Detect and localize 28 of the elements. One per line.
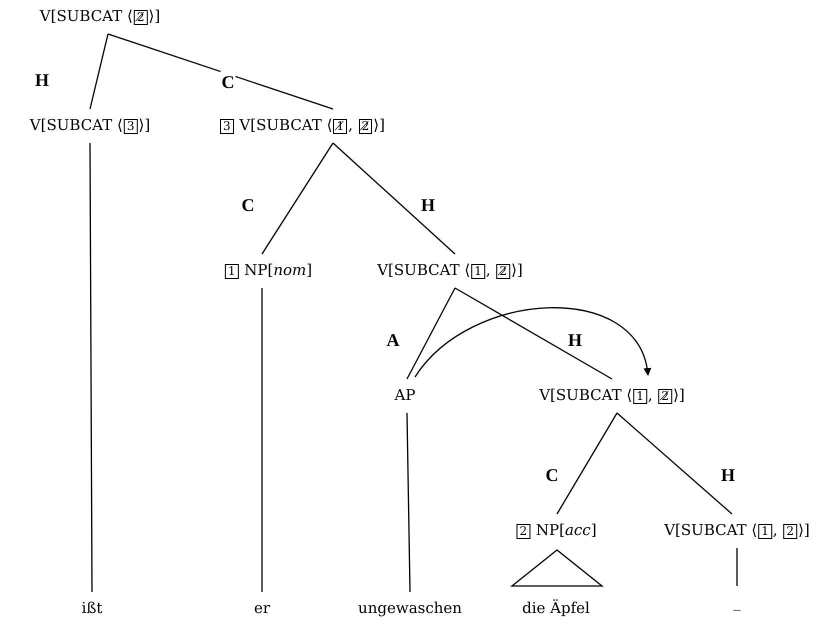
category-label: V[SUBCAT ⟨1, 2̸⟩]: [539, 383, 685, 407]
tree-branch: [454, 287, 612, 380]
tree-branch: [736, 548, 738, 586]
category-label: AP: [394, 383, 416, 407]
category-label: V[SUBCAT ⟨1, 2⟩]: [664, 518, 810, 542]
tree-branch: [261, 288, 263, 592]
category-label: 1 NP[nom]: [224, 258, 312, 282]
word: ißt: [82, 596, 102, 620]
category-label: V[SUBCAT ⟨1, 2̸⟩]: [377, 258, 523, 282]
curved-arrow: [414, 307, 650, 378]
tree-branch: [406, 412, 411, 592]
tree-branch: [556, 412, 618, 514]
category-label: V[SUBCAT ⟨3⟩]: [30, 113, 150, 137]
category-label: V[SUBCAT ⟨2̸⟩]: [40, 4, 160, 28]
tree-branch: [406, 288, 456, 380]
word: er: [254, 596, 270, 620]
tree-branch: [616, 412, 732, 514]
tree-branch: [261, 142, 334, 254]
tree-branch: [89, 143, 93, 592]
category-label: 3 V[SUBCAT ⟨1̸, 2̸⟩]: [219, 113, 385, 137]
category-label: 2 NP[acc]: [515, 518, 597, 542]
word: die Äpfel: [522, 596, 590, 620]
triangle-branch: [510, 549, 604, 587]
tree-branch: [332, 142, 456, 254]
tree-branch: [89, 34, 109, 110]
word: ungewaschen: [358, 596, 462, 620]
word: _: [733, 590, 741, 614]
tree-branch: [108, 33, 334, 110]
